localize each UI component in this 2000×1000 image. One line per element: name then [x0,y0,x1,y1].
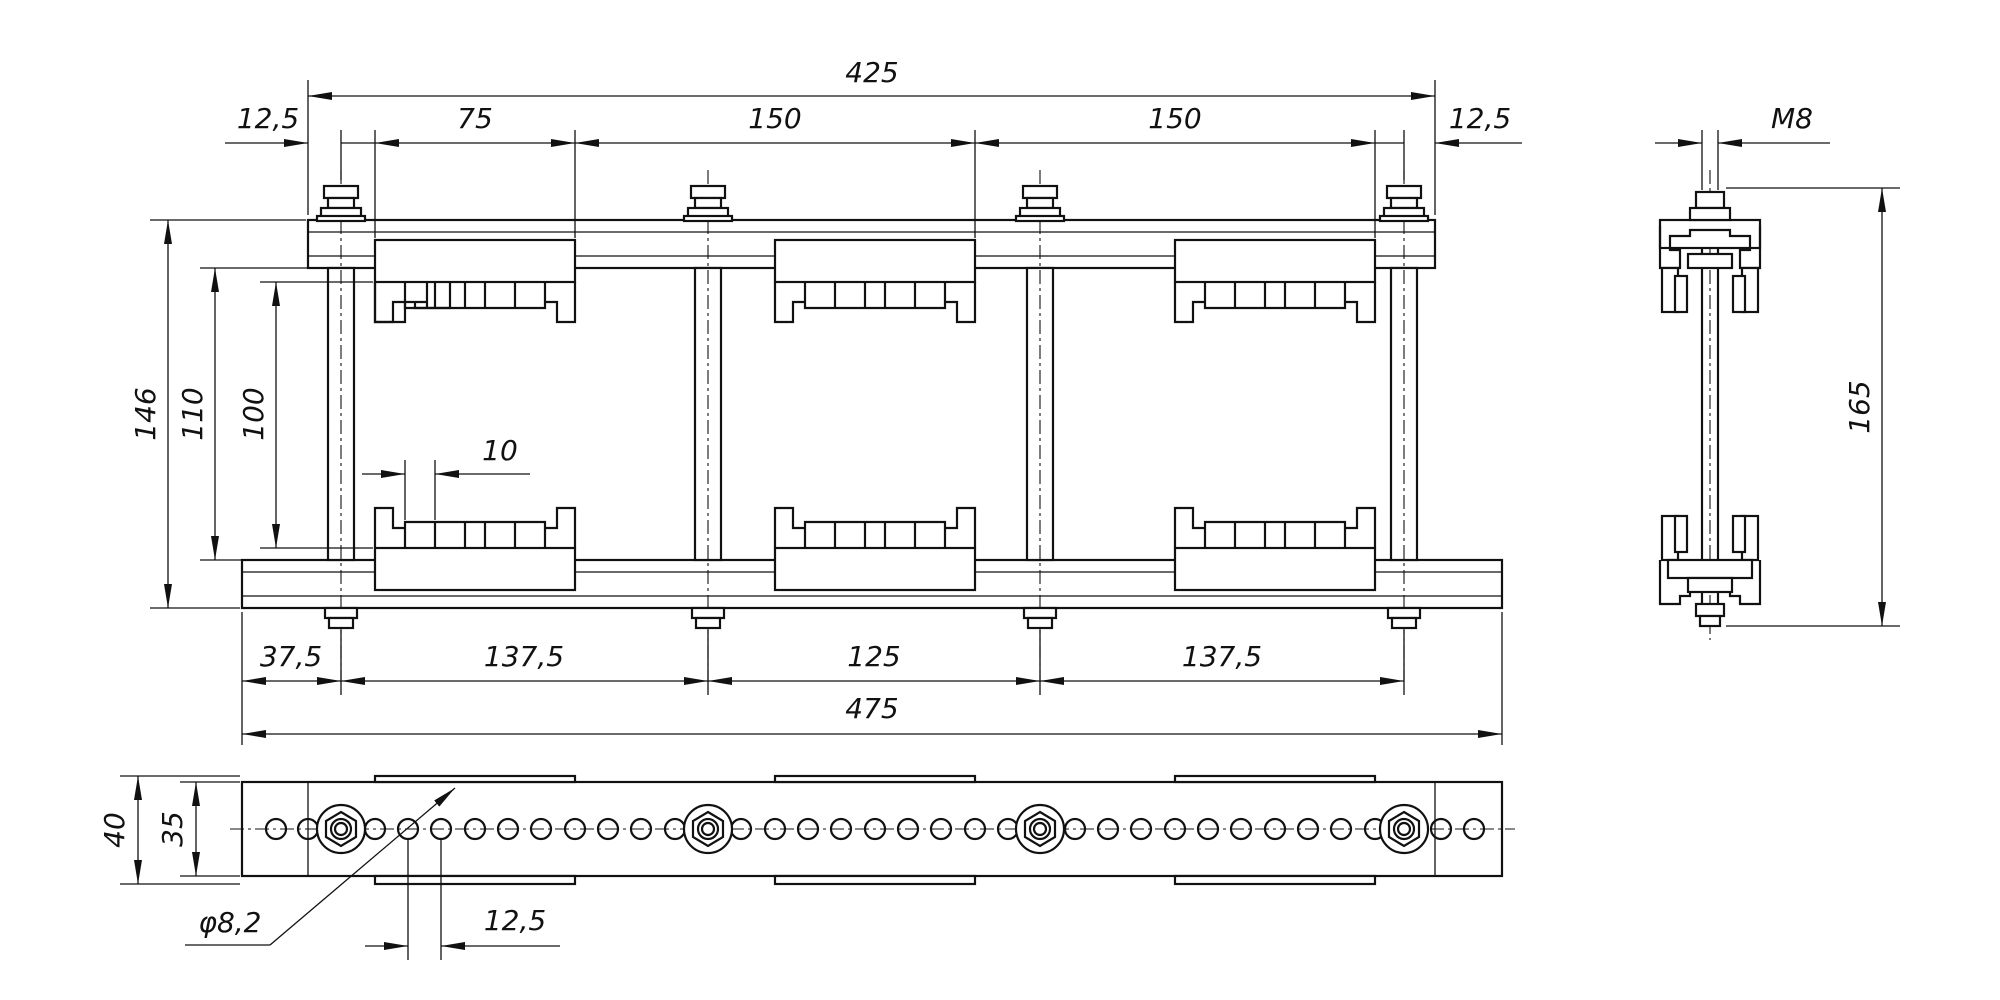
plan-bolts [315,803,1430,855]
dim-height-inner: 100 [237,387,270,440]
dim-side-height: 165 [1843,380,1876,433]
dim-pitch-first: 75 [457,102,493,135]
dim-span-a: 150 [748,102,801,135]
dim-height-mid: 110 [176,387,209,440]
dim-bottom-a: 137,5 [484,640,564,673]
dim-bottom-c: 137,5 [1182,640,1262,673]
dim-bottom-left: 37,5 [260,640,322,673]
side-view: M8 165 [1655,102,1900,640]
top-nuts [315,184,1430,223]
bottom-nuts [323,606,1422,630]
dim-height-overall: 146 [129,387,162,440]
dim-span-b: 150 [1148,102,1201,135]
dim-hole-pitch: 12,5 [484,904,546,937]
front-view [240,170,1504,680]
dim-bottom-b: 125 [847,640,900,673]
dim-plan-width: 40 [98,812,131,848]
dim-slot-width: 10 [482,434,518,467]
dim-edge-left-top: 12,5 [237,102,299,135]
dim-overall-bottom: 475 [845,692,898,725]
dim-plan-inner: 35 [156,811,189,847]
dim-edge-right-top: 12,5 [1449,102,1511,135]
lower-clamp-blocks [373,506,1377,592]
dim-overall-top: 425 [845,56,898,89]
posts [326,170,1419,680]
plan-view: 40 35 φ8,2 12,5 [98,774,1515,960]
upper-clamp-blocks [373,238,1377,324]
front-dimensions: 425 12,5 75 150 150 12,5 146 110 1 [129,56,1522,745]
side-lower-clamp [1658,514,1762,606]
dim-hole-diameter: φ8,2 [199,906,262,939]
dim-bolt-thread: M8 [1771,102,1813,135]
